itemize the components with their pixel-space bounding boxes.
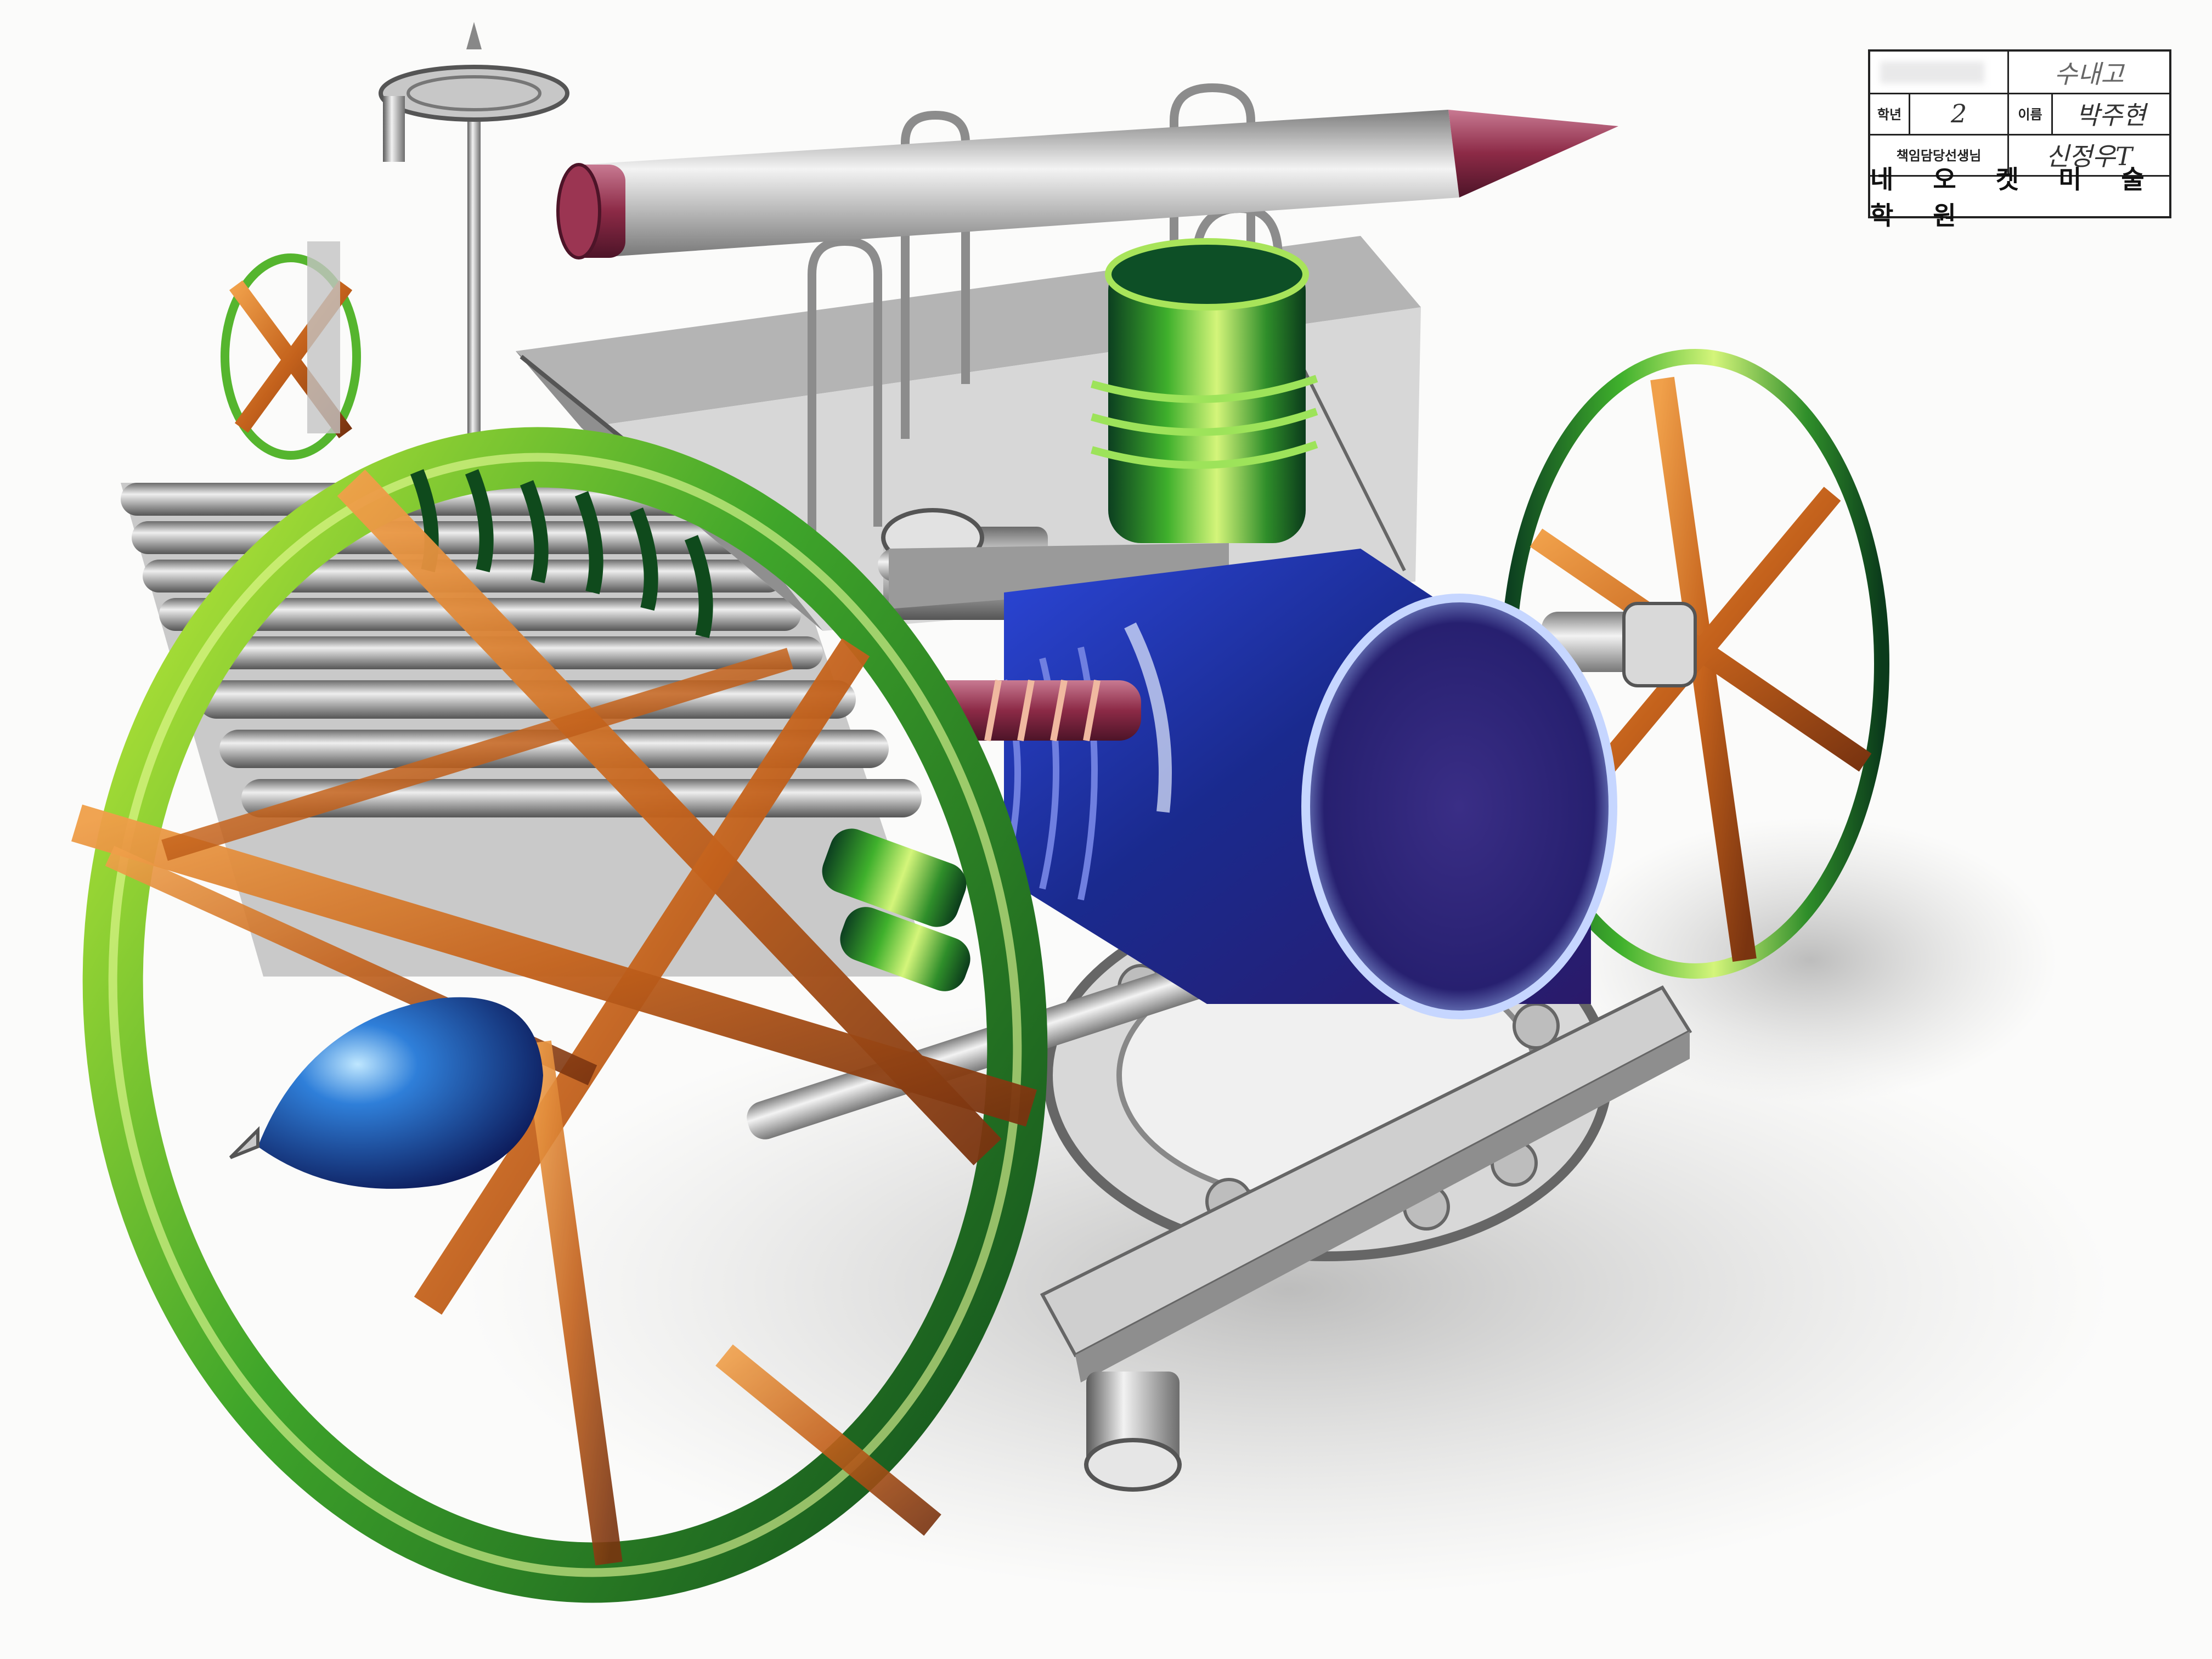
teacher-value-cell: 신정우T <box>2007 134 2169 175</box>
graphite-crank <box>878 508 1229 620</box>
academy-cell: 네 오 켓 미 술 학 원 <box>1870 165 2169 230</box>
grade-value-cell: 2 <box>1909 93 2007 134</box>
graphite-paperclips <box>808 83 1283 571</box>
grade-label: 학년 <box>1877 107 1902 122</box>
label-smudge <box>1880 61 1984 83</box>
name-value: 박주현 <box>2076 100 2146 130</box>
name-value-cell: 박주현 <box>2051 93 2169 134</box>
grade-label-cell: 학년 <box>1870 93 1909 134</box>
small-green-wheel <box>221 241 361 460</box>
graphite-spindle <box>379 22 569 494</box>
blue-bullet <box>229 997 543 1189</box>
label-row-school: 수내고 <box>1870 52 2169 94</box>
label-row-grade-name: 학년 2 이름 박주현 <box>1870 93 2169 136</box>
teacher-value: 신정우T <box>2046 141 2132 171</box>
academy-name: 네 오 켓 미 술 학 원 <box>1870 164 2160 230</box>
school-name: 수내고 <box>2054 59 2124 89</box>
student-label-card: 수내고 학년 2 이름 박주현 책임담당선생님 신정우T 네 오 켓 미 술 학… <box>1868 49 2171 230</box>
label-row-academy: 네 오 켓 미 술 학 원 <box>1870 165 2169 230</box>
name-label: 이름 <box>2018 107 2042 122</box>
grade-value: 2 <box>1950 98 1967 128</box>
teacher-label-cell: 책임담당선생님 <box>1870 134 2007 175</box>
name-label-cell: 이름 <box>2007 93 2051 134</box>
school-cell: 수내고 <box>2007 52 2169 93</box>
label-row-teacher: 책임담당선생님 신정우T <box>1870 134 2169 177</box>
green-bottle-cap <box>1091 238 1318 543</box>
teacher-label: 책임담당선생님 <box>1896 148 1982 163</box>
pencil <box>556 110 1618 259</box>
